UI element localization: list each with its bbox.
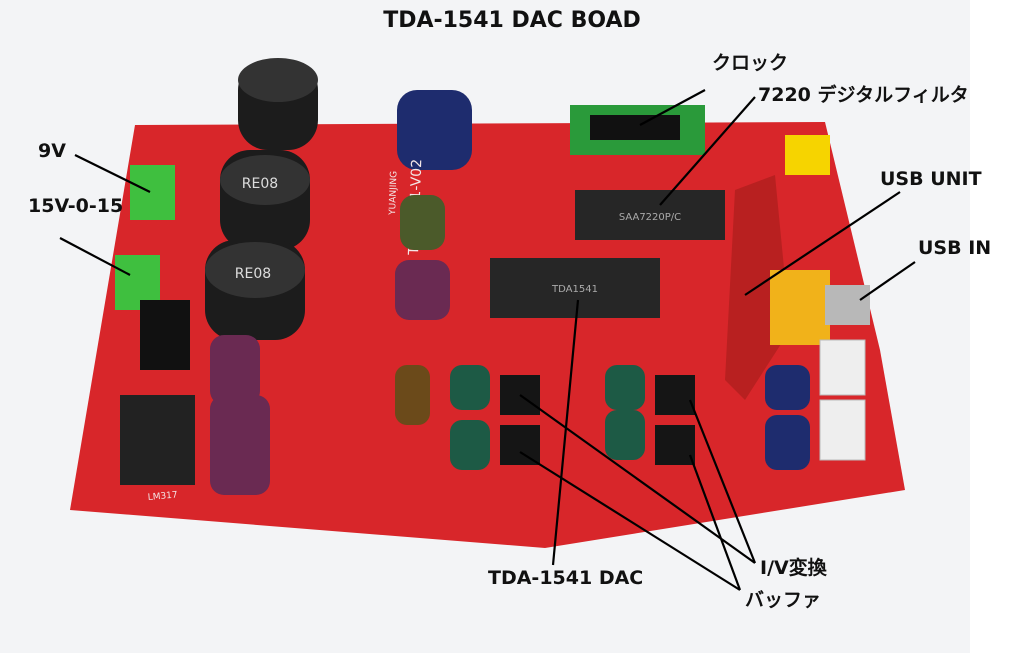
silkscreen-brand: YUANJING [388, 171, 400, 216]
heatsink [120, 395, 195, 485]
large-capacitors: RE08 RE08 [205, 58, 318, 340]
usb-in-connector [825, 285, 870, 325]
terminal-9v [130, 165, 175, 220]
yellow-rca [785, 135, 830, 175]
label-clock: クロック [712, 52, 789, 74]
silkscreen-regulator: LM317 [147, 490, 178, 503]
op-amp-sockets [500, 375, 695, 465]
cap-marking: RE08 [235, 266, 271, 282]
blue-capacitor [397, 90, 472, 170]
white-rca [819, 339, 866, 396]
dac-chip-marking: TDA1541 [551, 284, 598, 295]
label-9v: 9V [38, 140, 66, 162]
label-digital-filter: 7220 デジタルフィルタ [758, 84, 969, 106]
yellow-block [770, 270, 830, 345]
label-usb-in: USB IN [918, 237, 992, 259]
page-title: TDA-1541 DAC BOAD [383, 8, 641, 33]
label-buffer: バッファ [745, 589, 822, 611]
label-usb-unit: USB UNIT [880, 168, 982, 190]
label-dac: TDA-1541 DAC [488, 567, 644, 589]
small-capacitors [210, 195, 810, 495]
annotation-lines [59, 89, 916, 591]
dac-chip [490, 258, 660, 318]
label-15v: 15V-0-15 [28, 195, 124, 217]
regulator [140, 300, 190, 370]
filter-chip [575, 190, 725, 240]
label-iv-conversion: I/V変換 [760, 557, 827, 579]
white-rca [819, 399, 866, 461]
filter-chip-marking: SAA7220P/C [619, 212, 681, 223]
cap-marking: RE08 [242, 176, 278, 192]
